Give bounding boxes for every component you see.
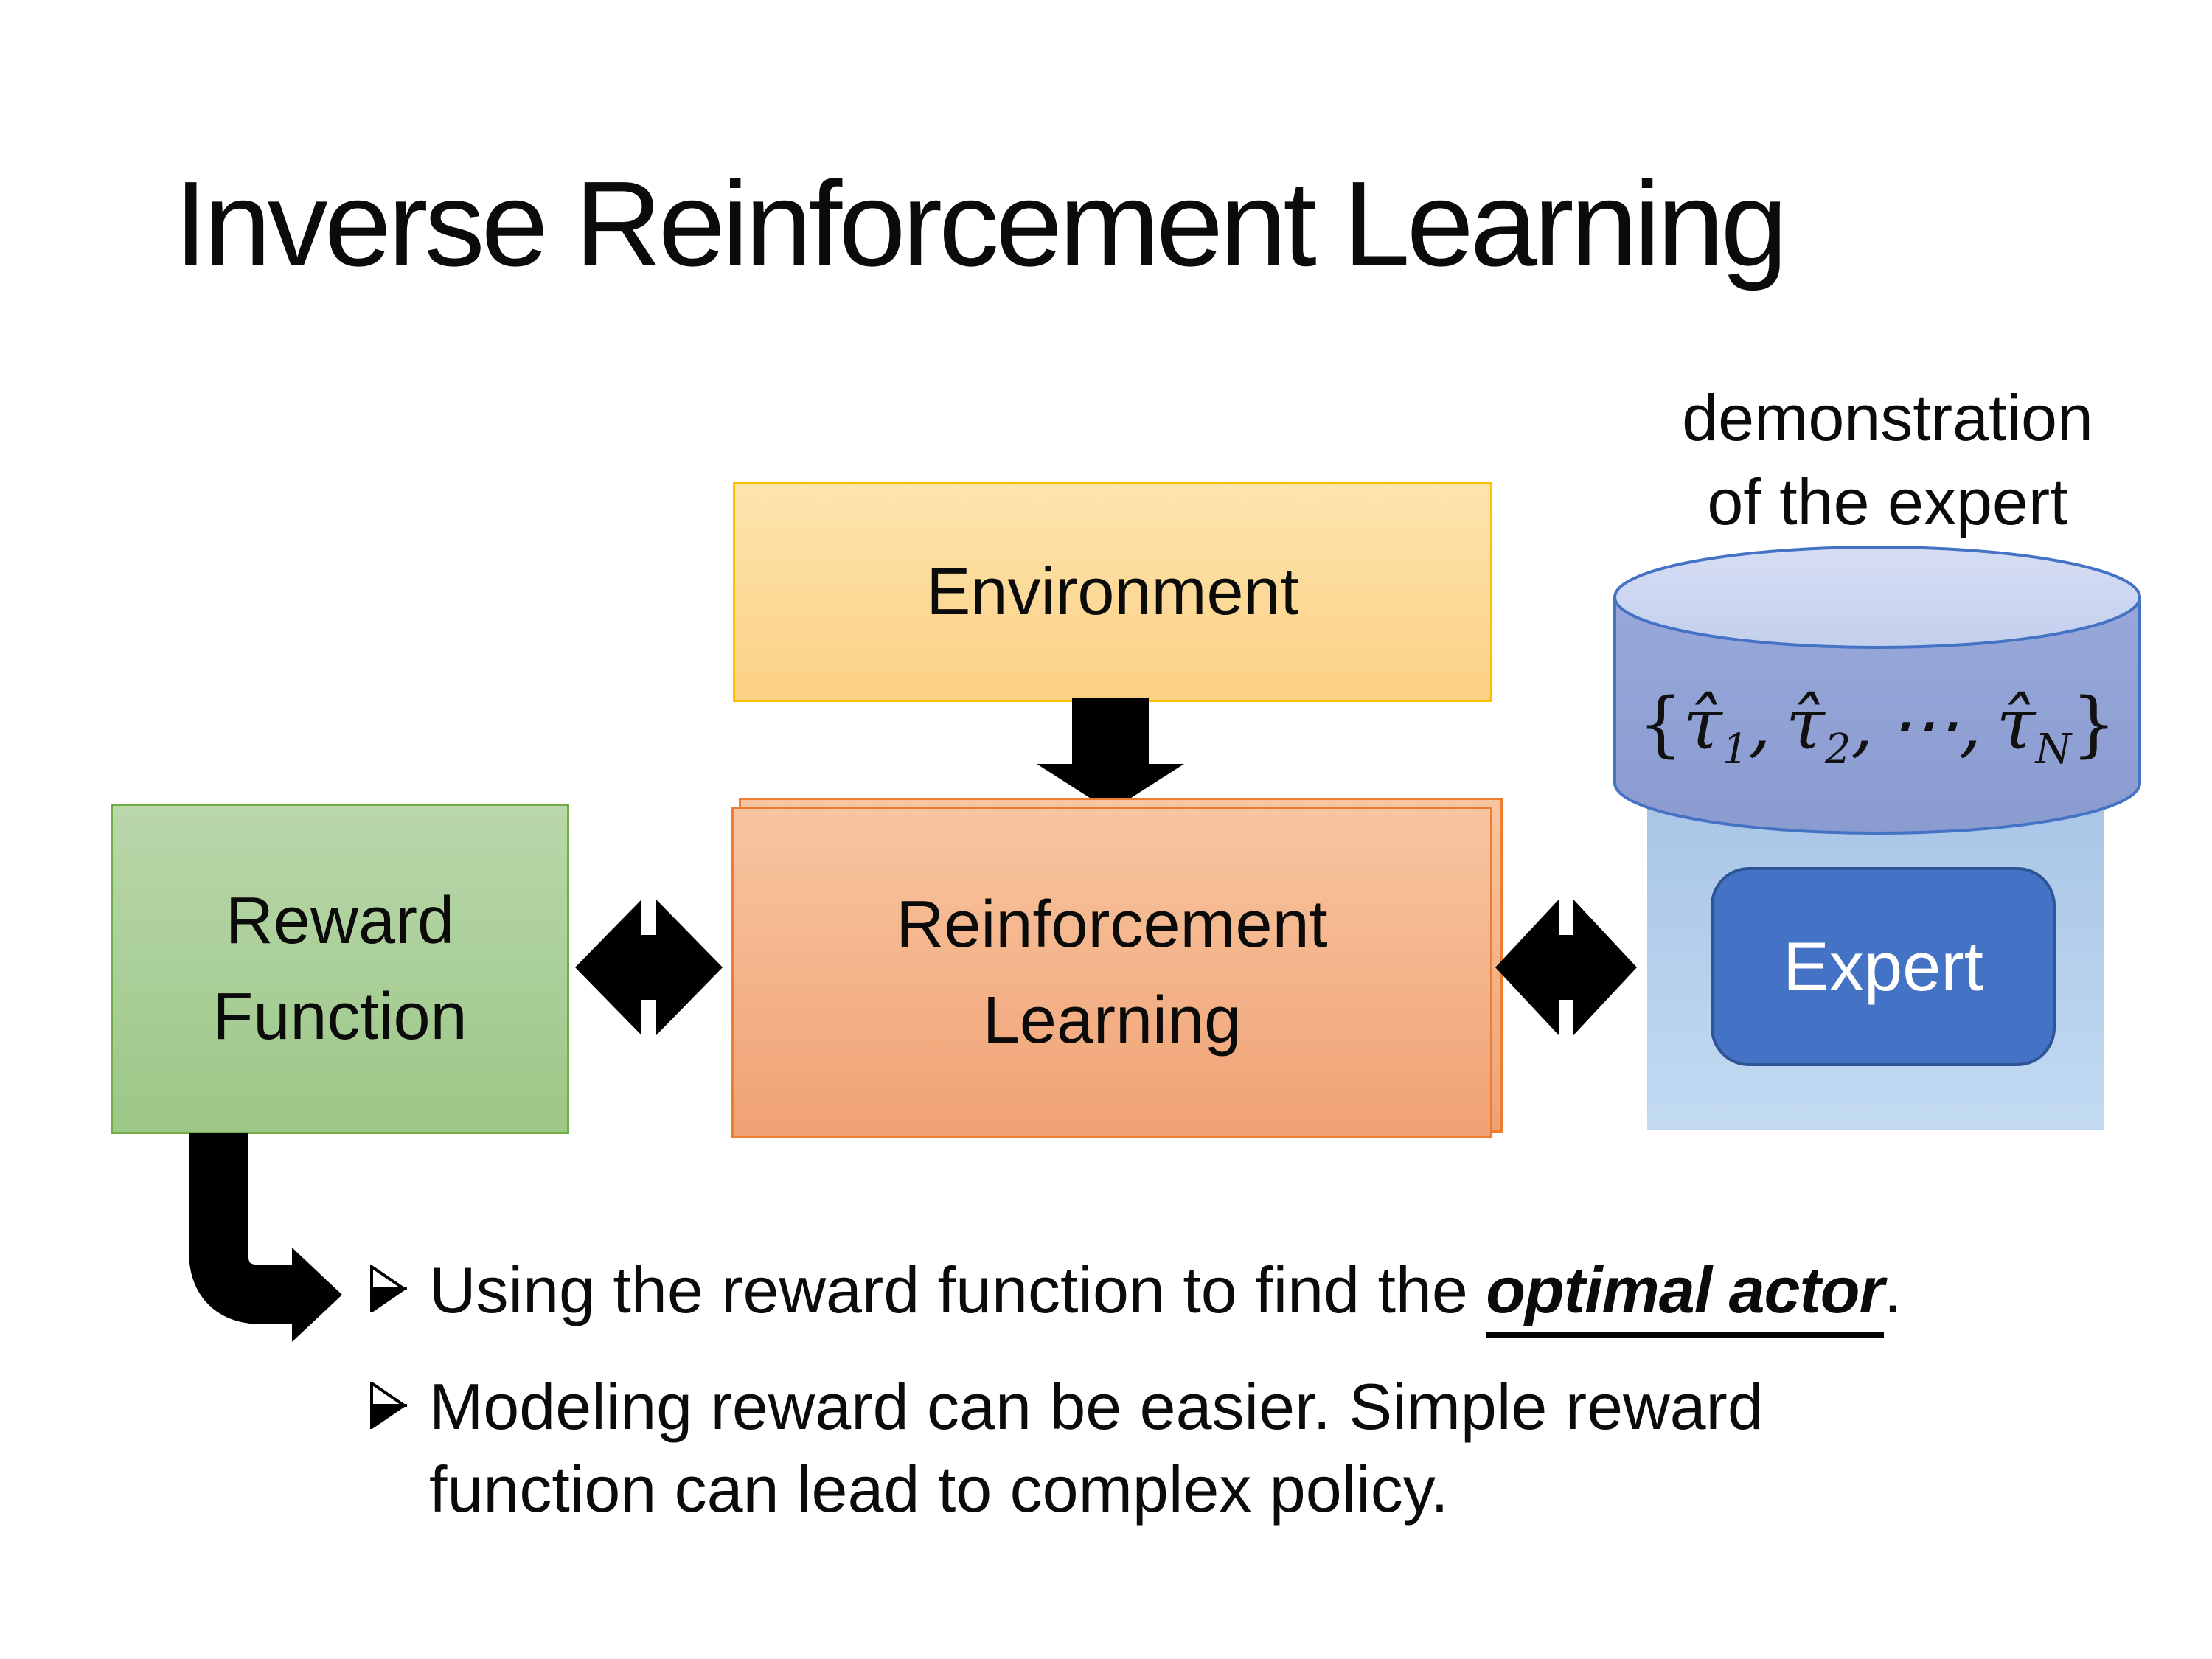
demonstration-caption: demonstration of the expert <box>1585 376 2190 544</box>
bullet-item-2: Modeling reward can be easier. Simple re… <box>369 1366 1764 1531</box>
rl-label-line1: Reinforcement <box>896 888 1328 961</box>
bullet-arrowhead-icon <box>370 1382 407 1429</box>
page-title: Inverse Reinforcement Learning <box>174 156 1788 291</box>
demonstration-caption-line2: of the expert <box>1707 465 2068 538</box>
reward-function-label: Reward Function <box>212 873 467 1065</box>
environment-label: Environment <box>926 555 1299 629</box>
reinforcement-learning-label: Reinforcement Learning <box>896 877 1327 1068</box>
formula-open-brace: { <box>1638 683 1683 765</box>
bullet-1-pre: Using the reward function to find the <box>429 1253 1486 1326</box>
bullet-2-line1: Modeling reward can be easier. Simple re… <box>429 1370 1764 1443</box>
formula-tau3: τ̂ <box>1996 683 2036 765</box>
formula-dots: ⋯ <box>1888 683 1959 765</box>
expert-label: Expert <box>1783 928 1983 1005</box>
bullet-2-line2: function can lead to complex policy. <box>429 1453 1449 1526</box>
formula-comma2: , <box>1851 683 1874 765</box>
formula-close-brace: } <box>2071 683 2117 765</box>
left-right-block-arrow-icon <box>575 900 723 1035</box>
rl-label-line2: Learning <box>982 984 1242 1057</box>
left-right-block-arrow-icon <box>1495 900 1637 1035</box>
bullet-item-1: Using the reward function to find the op… <box>369 1249 1902 1338</box>
expert-box: Expert <box>1711 867 2056 1066</box>
formula-sub2: 2 <box>1824 726 1851 774</box>
formula-subN: N <box>2035 726 2072 774</box>
reinforcement-learning-box: Reinforcement Learning <box>731 807 1492 1138</box>
formula-sub1: 1 <box>1722 726 1749 774</box>
bullet-2-text: Modeling reward can be easier. Simple re… <box>429 1366 1764 1531</box>
bullet-1-emphasis: optimal actor <box>1486 1253 1885 1338</box>
elbow-arrow-icon <box>189 1133 342 1342</box>
trajectory-set-formula: {τ̂1,τ̂2,⋯,τ̂N} <box>1612 683 2143 773</box>
bullet-1-period: . <box>1883 1253 1902 1326</box>
demonstration-database-cylinder <box>1613 546 2141 835</box>
formula-comma3: , <box>1958 683 1982 765</box>
environment-box: Environment <box>733 482 1492 702</box>
reward-label-line2: Function <box>212 980 467 1054</box>
bullet-1-text: Using the reward function to find the op… <box>429 1249 1902 1338</box>
down-block-arrow-icon <box>1037 698 1184 811</box>
demonstration-caption-line1: demonstration <box>1682 381 2093 454</box>
reward-function-box: Reward Function <box>111 804 569 1134</box>
formula-tau2: τ̂ <box>1785 683 1825 765</box>
reward-label-line1: Reward <box>225 884 455 958</box>
formula-tau1: τ̂ <box>1683 683 1722 765</box>
formula-comma1: , <box>1748 683 1771 765</box>
bullet-arrowhead-icon <box>370 1265 407 1312</box>
